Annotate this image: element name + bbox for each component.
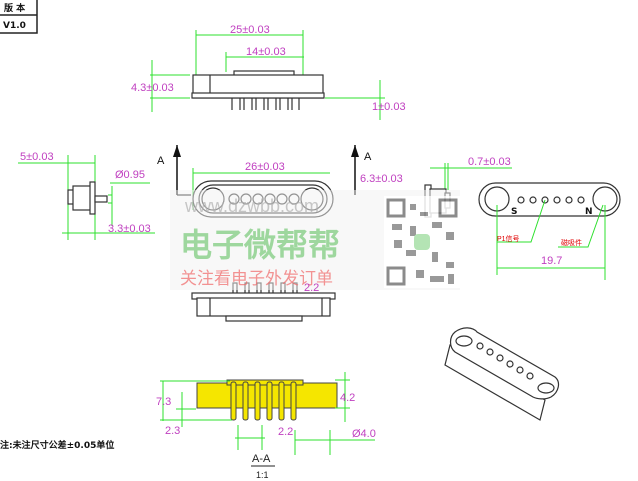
dim-diameter-0-95: Ø0.95 <box>115 169 145 181</box>
watermark-site: www.dzwbb.com <box>184 196 319 216</box>
side-view-left: 5±0.03 Ø0.95 3.3±0.03 <box>18 151 155 240</box>
version-value: V1.0 <box>3 21 26 31</box>
dim-26: 26±0.03 <box>245 161 285 173</box>
title-block: 版 本 V1.0 <box>0 0 38 34</box>
dim-5: 5±0.03 <box>20 151 54 163</box>
tolerance-note: 注:未注尺寸公差±0.05单位 <box>0 439 114 451</box>
dim-19-7: 19.7 <box>541 255 562 267</box>
section-marker-left: A <box>157 155 165 167</box>
pin-face-view: S N P1信号 磁吸件 19.7 <box>478 182 621 280</box>
watermark-brand: 电子微帮帮 <box>180 227 340 263</box>
callout-signal-pin: P1信号 <box>497 234 520 243</box>
section-scale: 1:1 <box>256 470 269 480</box>
version-label: 版 本 <box>3 2 26 14</box>
dim-diameter-4-0: Ø4.0 <box>352 428 376 440</box>
dim-3-3: 3.3±0.03 <box>108 223 151 235</box>
section-title: A-A <box>252 453 271 465</box>
dim-4-2: 4.2 <box>340 392 355 404</box>
isometric-view <box>444 327 560 421</box>
dim-1: 1±0.03 <box>372 101 406 113</box>
watermark-slogan: 关注看电子外发订单 <box>180 269 333 288</box>
top-view: 25±0.03 14±0.03 4.3±0.03 1±0.03 <box>131 24 406 120</box>
dim-2-2-section: 2.2 <box>278 426 293 438</box>
dim-2-2-bottom: 2.2 <box>304 282 319 294</box>
qr-code-icon <box>384 196 460 288</box>
dim-width-25: 25±0.03 <box>230 24 270 36</box>
section-view: 7.3 2.3 2.2 4.2 Ø4.0 A-A 1:1 <box>156 372 376 480</box>
watermark: www.dzwbb.com 电子微帮帮 关注看电子外发订单 <box>170 190 460 290</box>
section-marker-right: A <box>364 151 372 163</box>
dim-0-7: 0.7±0.03 <box>468 156 511 168</box>
dim-6-3: 6.3±0.03 <box>360 173 403 185</box>
callout-magnet: 磁吸件 <box>561 238 582 247</box>
pin-label-s: S <box>511 207 517 217</box>
dim-height-4-3: 4.3±0.03 <box>131 82 174 94</box>
dim-7-3: 7.3 <box>156 396 171 408</box>
pin-label-n: N <box>585 207 593 217</box>
dim-2-3: 2.3 <box>165 425 180 437</box>
dim-width-14: 14±0.03 <box>246 46 286 58</box>
bottom-view <box>191 282 336 322</box>
